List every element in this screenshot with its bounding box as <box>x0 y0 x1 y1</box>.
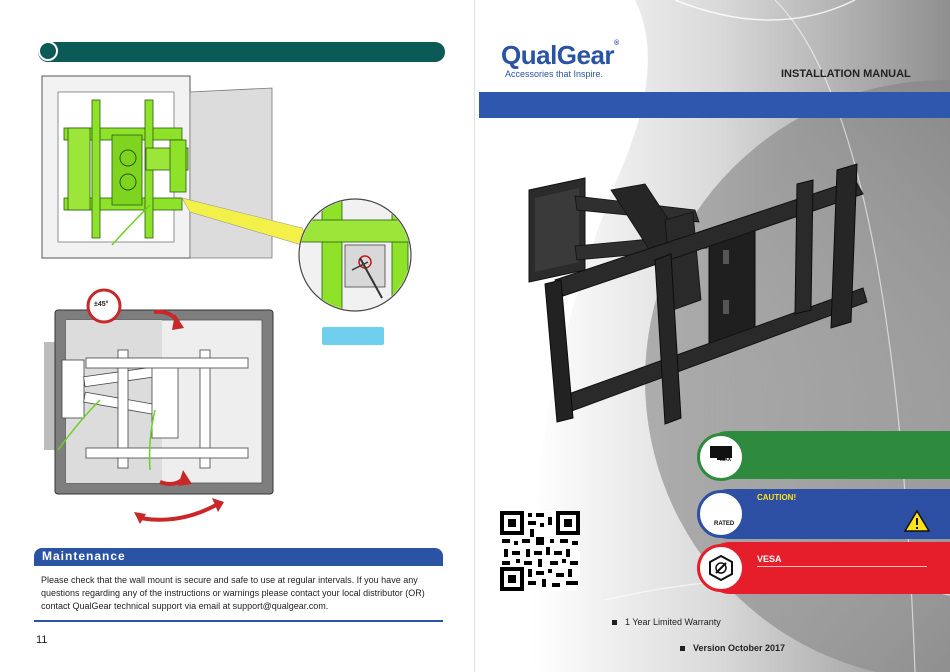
caution-label: CAUTION! <box>757 493 797 502</box>
manual-title: INSTALLATION MANUAL <box>781 68 911 80</box>
page-number: 11 <box>36 634 48 646</box>
left-page: ±45° Maintenance Please check that the w… <box>34 41 445 646</box>
mount-installation-illustration <box>41 75 412 524</box>
vesa-band <box>704 542 950 594</box>
tv-screen-icon <box>710 446 732 460</box>
rated-label: RATED <box>714 521 735 527</box>
rated-badge <box>697 490 745 538</box>
section-header-bar <box>38 42 445 62</box>
max-size-band <box>704 431 950 479</box>
brand-tagline: Accessories that Inspire. <box>505 69 604 79</box>
warranty-line: 1 Year Limited Warranty <box>612 617 721 627</box>
wrench-hex-icon <box>709 554 733 582</box>
rotation-angle-label: ±45° <box>94 301 109 308</box>
bullet-icon <box>680 646 685 652</box>
maintenance-divider <box>34 620 443 622</box>
bullet-icon <box>612 620 617 626</box>
version-line: Version October 2017 <box>680 643 785 653</box>
maintenance-title: Maintenance <box>42 549 126 563</box>
maintenance-header-bar <box>34 548 443 566</box>
brand-logo: QualGear® <box>501 40 619 70</box>
vesa-divider <box>757 566 927 567</box>
vesa-label: VESA <box>757 554 782 564</box>
qr-code <box>500 511 580 591</box>
max-label: MAX <box>720 457 732 463</box>
section-number-circle <box>38 41 58 61</box>
maintenance-text: Please check that the wall mount is secu… <box>41 575 425 611</box>
tv-mount-product-image <box>528 163 868 425</box>
title-band <box>479 92 950 118</box>
warning-triangle-icon <box>904 509 930 532</box>
cover-page: QualGear® Accessories that Inspire. INST… <box>475 0 950 672</box>
